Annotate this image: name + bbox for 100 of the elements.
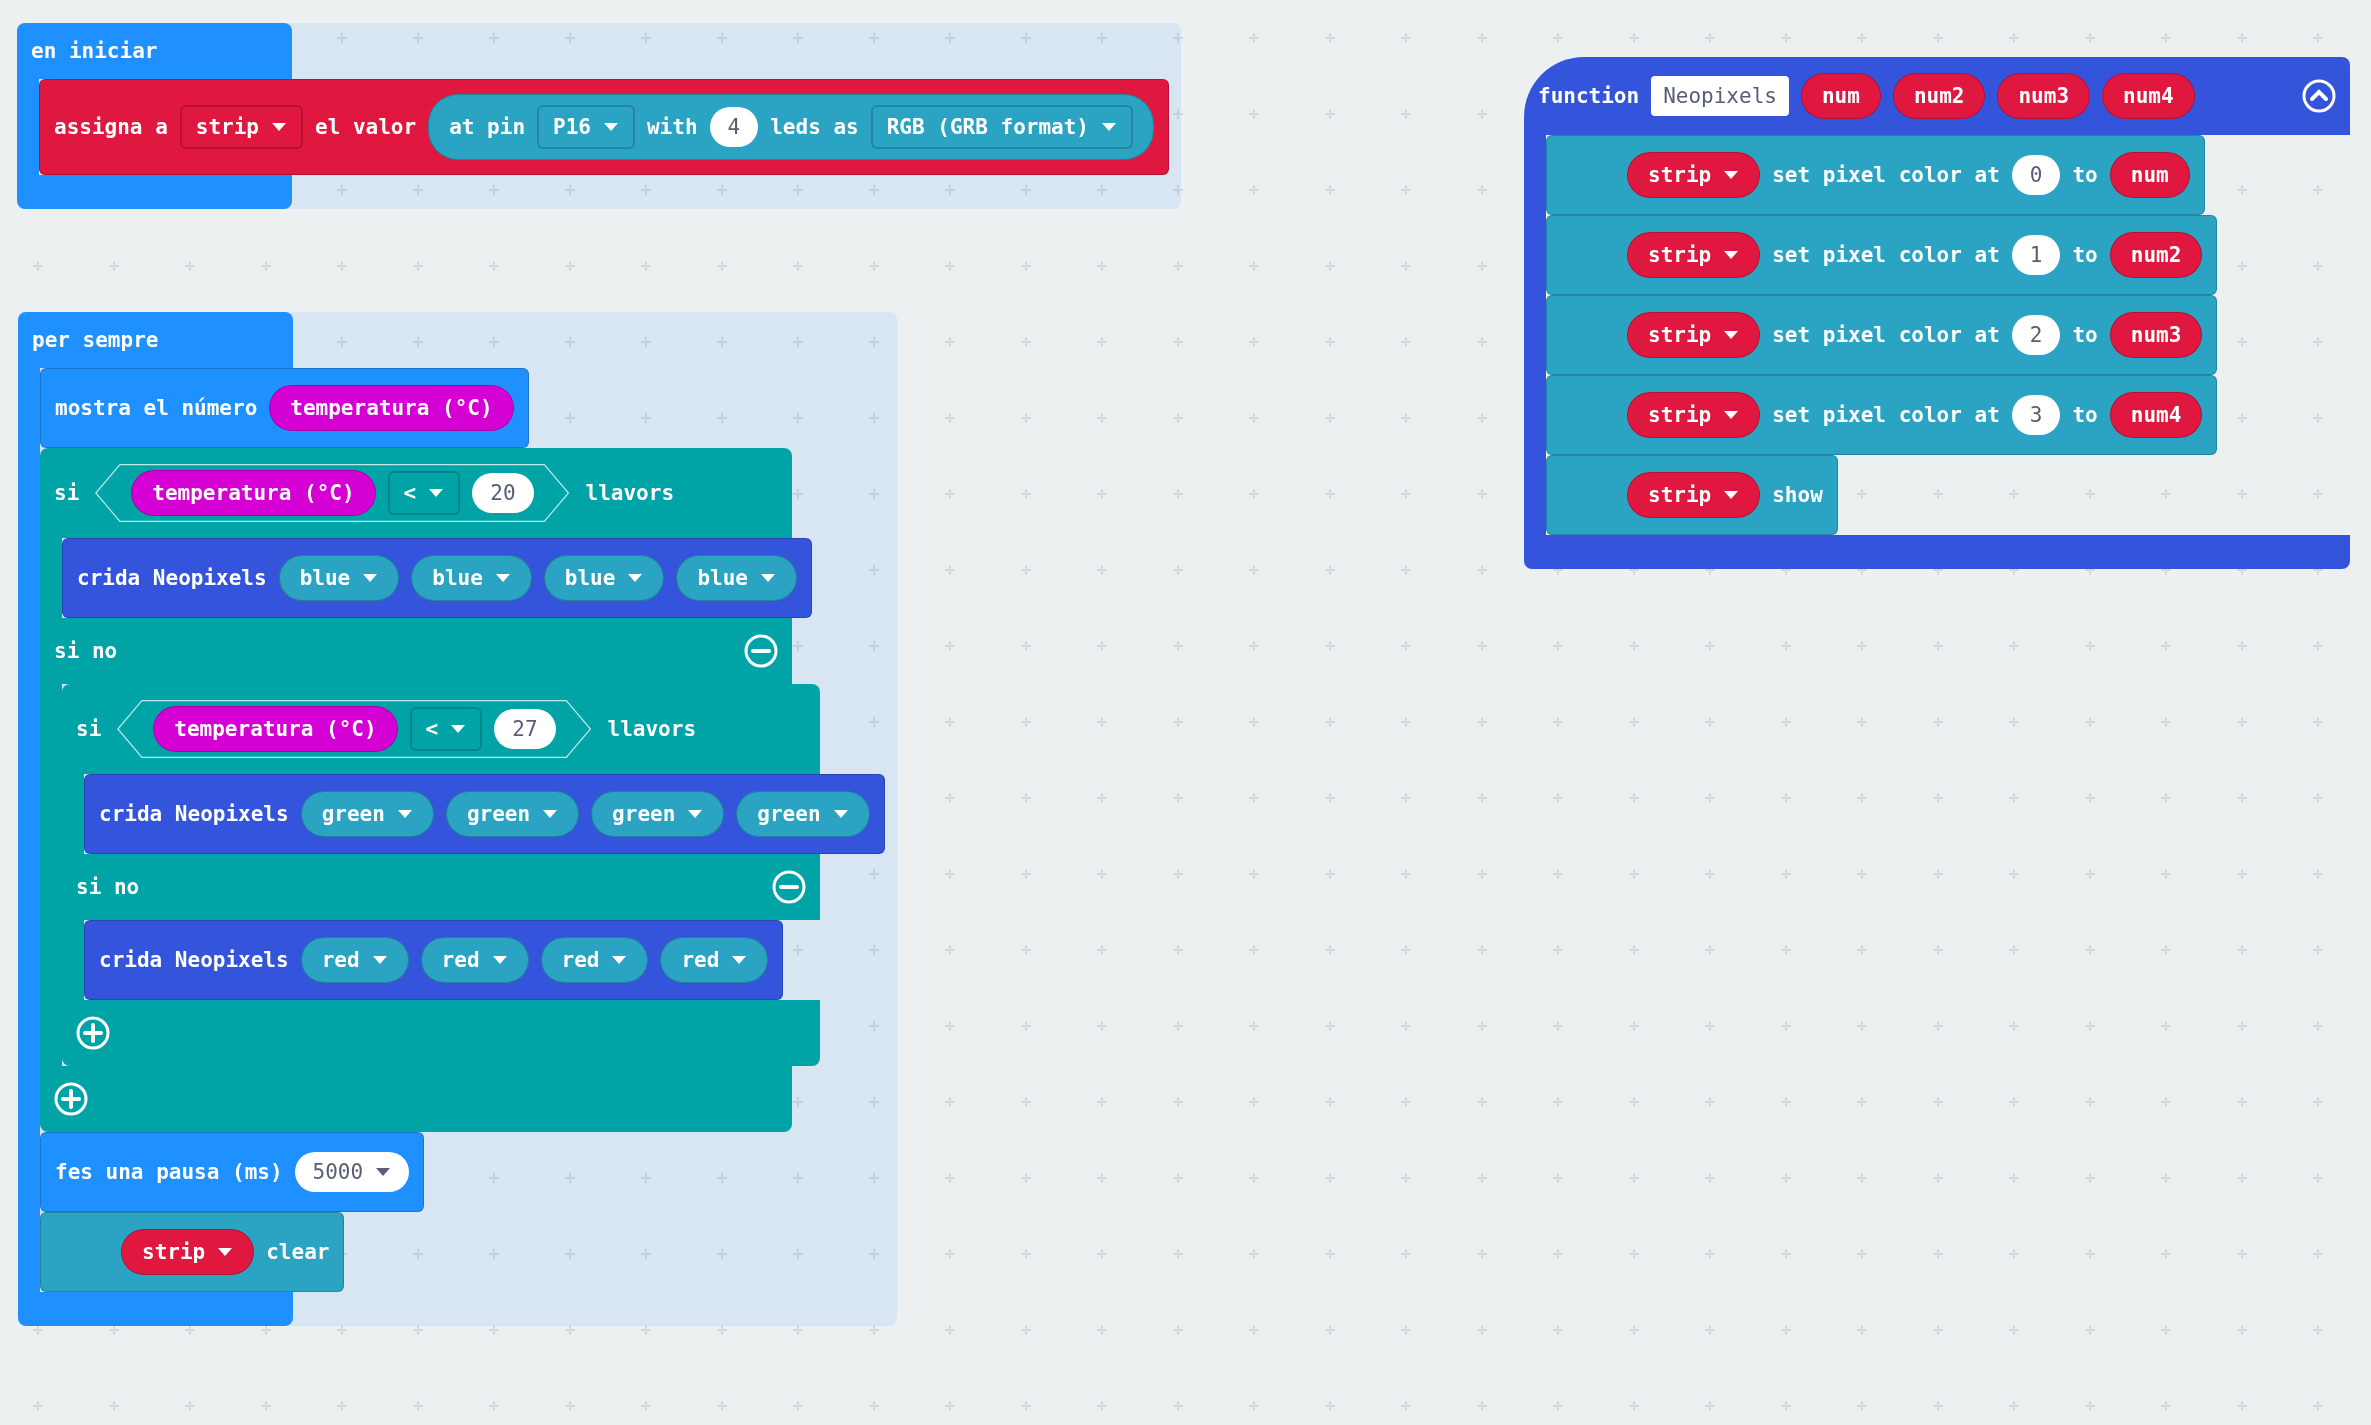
dropdown-menu <box>537 105 635 149</box>
function-call-block <box>84 920 784 1000</box>
block-label: strip <box>1648 243 1712 267</box>
statement-block <box>1546 455 1838 535</box>
block-label: P16 <box>553 115 591 139</box>
dropdown-menu <box>300 937 409 983</box>
block-label: clear <box>266 1240 330 1264</box>
block-label: red <box>561 948 600 972</box>
parameter-block: num4 <box>2102 73 2195 119</box>
block-label: green <box>757 802 821 826</box>
function-call-block <box>62 538 812 618</box>
block-label: 5000 <box>312 1160 364 1184</box>
block-label: crida Neopixels <box>99 948 289 972</box>
dropdown-menu <box>300 791 434 837</box>
block-label: function <box>1538 84 1640 108</box>
variable-block <box>1627 312 1761 358</box>
block-label: RGB (GRB format) <box>886 115 1089 139</box>
block-label: leds as <box>770 115 859 139</box>
statement-block <box>1546 215 2218 295</box>
block-label: with <box>646 115 698 139</box>
block-label: to <box>2072 243 2098 267</box>
statement-block <box>39 79 1169 175</box>
block-label: fes una pausa (ms) <box>55 1160 283 1184</box>
function-call-block <box>84 774 885 854</box>
dropdown-menu <box>420 937 529 983</box>
block-label: strip <box>195 115 259 139</box>
block-label: green <box>466 802 531 826</box>
block-label: crida Neopixels <box>99 802 289 826</box>
statement-block <box>40 1212 345 1292</box>
parameter-block: num3 <box>2109 312 2203 358</box>
block-label: set pixel color at <box>1772 243 2000 267</box>
function-definition-block <box>1524 57 2350 569</box>
block-label: at pin <box>449 115 526 139</box>
reporter-block: temperatura (°C) <box>269 385 514 431</box>
reporter-block <box>428 94 1154 160</box>
block-label: assigna a <box>54 115 168 139</box>
number-field: 4 <box>709 107 759 147</box>
number-field: 2 <box>2011 315 2061 355</box>
block-label: to <box>2072 163 2098 187</box>
block-label: < <box>403 481 417 505</box>
parameter-block: num4 <box>2109 392 2203 438</box>
block-label: strip <box>142 1240 206 1264</box>
block-label: en iniciar <box>31 39 158 63</box>
block-label: blue <box>299 566 351 590</box>
block-label: per sempre <box>32 328 159 352</box>
statement-block <box>40 368 529 448</box>
block-label: strip <box>1648 483 1712 507</box>
block-label: blue <box>697 566 748 590</box>
statement-block <box>1546 295 2218 375</box>
block-label: blue <box>564 566 616 590</box>
block-label: llavors <box>585 481 675 505</box>
statement-block <box>1546 135 2205 215</box>
variable-block <box>121 1229 255 1275</box>
variable-block <box>1627 232 1761 278</box>
block-label: strip <box>1648 403 1712 427</box>
variable-block <box>1627 152 1761 198</box>
block-label: el valor <box>315 115 417 139</box>
dropdown-menu <box>409 707 483 751</box>
dropdown-menu <box>736 791 870 837</box>
dropdown-menu <box>387 471 461 515</box>
dropdown-menu <box>179 105 303 149</box>
block-label: set pixel color at <box>1772 323 2000 347</box>
block-label: si no <box>54 639 118 663</box>
dropdown-menu <box>870 105 1133 149</box>
reporter-block: temperatura (°C) <box>153 706 398 752</box>
dropdown-menu <box>411 555 532 601</box>
block-label: < <box>425 717 439 741</box>
number-field <box>294 1152 410 1192</box>
block-label: set pixel color at <box>1772 403 2000 427</box>
block-label: show <box>1772 483 1823 507</box>
block-label: si no <box>76 875 140 899</box>
variable-block <box>1627 472 1761 518</box>
if-else-block <box>62 684 885 1066</box>
number-field: 3 <box>2011 395 2061 435</box>
parameter-block: num2 <box>2109 232 2203 278</box>
reporter-block: temperatura (°C) <box>131 470 376 516</box>
parameter-block: num <box>2109 152 2190 198</box>
parameter-block: num <box>1800 73 1881 119</box>
dropdown-menu <box>660 937 769 983</box>
block-label: strip <box>1648 323 1712 347</box>
block-label: mostra el número <box>55 396 258 420</box>
block-label: red <box>321 948 360 972</box>
block-label: blue <box>432 566 483 590</box>
block-label: crida Neopixels <box>77 566 267 590</box>
block-label: red <box>441 948 480 972</box>
block-label: to <box>2072 403 2098 427</box>
block-label: si <box>54 481 80 505</box>
block-label: set pixel color at <box>1772 163 2000 187</box>
function-name-field: Neopixels <box>1651 76 1789 116</box>
dropdown-menu <box>676 555 797 601</box>
parameter-block: num2 <box>1892 73 1986 119</box>
block-label: green <box>612 802 676 826</box>
dropdown-menu <box>591 791 725 837</box>
block-label: si <box>76 717 102 741</box>
variable-block <box>1627 392 1761 438</box>
event-block <box>17 23 1181 209</box>
event-block <box>18 312 897 1326</box>
statement-block <box>1546 375 2218 455</box>
number-field: 0 <box>2011 155 2061 195</box>
block-label: llavors <box>607 717 697 741</box>
